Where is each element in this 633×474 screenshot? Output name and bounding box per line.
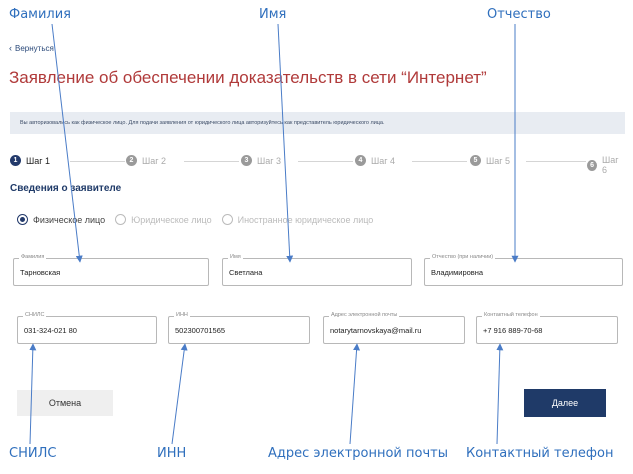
phone-field[interactable]: Контактный телефон +7 916 889-70-68 <box>476 312 618 344</box>
back-link-label: Вернуться <box>15 44 54 53</box>
field-label: Отчество (при наличии) <box>430 254 496 260</box>
field-label: ИНН <box>174 312 190 318</box>
email-field[interactable]: Адрес электронной почты notarytarnovskay… <box>323 312 465 344</box>
radio-label: Иностранное юридическое лицо <box>237 214 374 225</box>
step-label: Шаг 4 <box>371 155 396 166</box>
cancel-button[interactable]: Отмена <box>17 390 113 416</box>
arrow-first-name <box>277 23 294 263</box>
radio-dot <box>17 214 28 225</box>
step-1[interactable]: 1 Шаг 1 <box>10 155 57 166</box>
step-label: Шаг 2 <box>142 155 167 166</box>
stepper: 1 Шаг 1 2 Шаг 2 3 Шаг 3 4 Шаг 4 5 Шаг 5 … <box>10 155 630 175</box>
last-name-field[interactable]: Фамилия Тарновская <box>13 254 209 286</box>
step-label: Шаг 6 <box>602 155 619 175</box>
step-6[interactable]: 6 Шаг 6 <box>587 155 630 175</box>
step-label: Шаг 5 <box>486 155 511 166</box>
field-label: Имя <box>228 254 243 260</box>
arrow-inn <box>171 343 188 445</box>
field-value: 031-324-021 80 <box>24 326 77 335</box>
callout-last-name: Фамилия <box>9 7 71 22</box>
step-number: 4 <box>355 155 366 166</box>
step-label: Шаг 3 <box>257 155 282 166</box>
field-value: Владимировна <box>431 268 484 277</box>
arrow-last-name <box>51 23 83 263</box>
callout-first-name: Имя <box>259 7 287 22</box>
step-4[interactable]: 4 Шаг 4 <box>355 155 402 166</box>
chevron-left-icon: ‹ <box>9 43 12 53</box>
patronymic-field[interactable]: Отчество (при наличии) Владимировна <box>424 254 623 286</box>
arrow-phone <box>496 343 504 445</box>
callout-snils: СНИЛС <box>9 446 57 461</box>
next-button[interactable]: Далее <box>524 389 606 417</box>
stepper-connector <box>412 161 467 162</box>
field-label: СНИЛС <box>23 312 47 318</box>
step-number: 3 <box>241 155 252 166</box>
step-2[interactable]: 2 Шаг 2 <box>126 155 173 166</box>
snils-field[interactable]: СНИЛС 031-324-021 80 <box>17 312 157 344</box>
field-value: 502300701565 <box>175 326 226 335</box>
radio-label: Физическое лицо <box>33 214 106 225</box>
step-number: 2 <box>126 155 137 166</box>
field-value: +7 916 889-70-68 <box>483 326 543 335</box>
stepper-connector <box>70 161 125 162</box>
first-name-field[interactable]: Имя Светлана <box>222 254 412 286</box>
stepper-connector <box>298 161 353 162</box>
callout-inn: ИНН <box>157 446 187 461</box>
field-value: Тарновская <box>20 268 61 277</box>
field-value: notarytarnovskaya@mail.ru <box>330 326 422 335</box>
back-link[interactable]: ‹Вернуться <box>9 43 54 53</box>
callout-phone: Контактный телефон <box>466 446 614 461</box>
radio-dot <box>115 214 127 225</box>
stepper-connector <box>526 161 586 162</box>
radio-foreign-legal-entity[interactable]: Иностранное юридическое лицо <box>221 214 374 225</box>
section-title: Сведения о заявителе <box>10 183 122 194</box>
callout-email: Адрес электронной почты <box>268 446 448 461</box>
field-label: Фамилия <box>19 254 47 260</box>
radio-legal-entity[interactable]: Юридическое лицо <box>115 214 212 225</box>
step-number: 6 <box>587 159 598 171</box>
info-banner: Вы авторизовались как физическое лицо. Д… <box>10 112 625 134</box>
field-value: Светлана <box>229 268 263 277</box>
field-label: Адрес электронной почты <box>329 312 400 318</box>
applicant-type-group: Физическое лицо Юридическое лицо Иностра… <box>17 214 383 225</box>
arrow-email <box>349 343 361 445</box>
field-label: Контактный телефон <box>482 312 540 318</box>
step-label: Шаг 1 <box>26 155 51 166</box>
inn-field[interactable]: ИНН 502300701565 <box>168 312 310 344</box>
radio-individual[interactable]: Физическое лицо <box>17 214 105 225</box>
radio-label: Юридическое лицо <box>131 214 212 225</box>
step-number: 1 <box>10 155 21 166</box>
step-number: 5 <box>470 155 481 166</box>
callout-patronymic: Отчество <box>487 7 551 22</box>
radio-dot <box>221 214 233 225</box>
stepper-connector <box>184 161 239 162</box>
step-5[interactable]: 5 Шаг 5 <box>470 155 517 166</box>
step-3[interactable]: 3 Шаг 3 <box>241 155 288 166</box>
page-title: Заявление об обеспечении доказательств в… <box>9 68 487 87</box>
